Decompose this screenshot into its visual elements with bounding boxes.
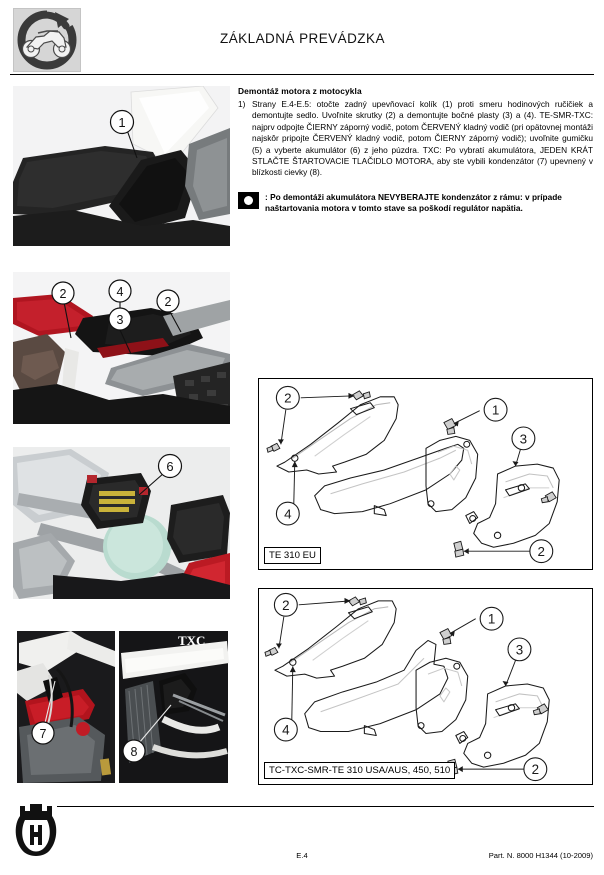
svg-text:2: 2: [60, 287, 67, 301]
svg-text:2: 2: [282, 598, 289, 613]
warning-text: : Po demontáži akumulátora NEVYBERAJTE k…: [265, 192, 593, 215]
black-square-white-dot-icon: [238, 191, 259, 209]
svg-text:1: 1: [118, 115, 125, 130]
svg-text:2: 2: [532, 762, 539, 777]
warning-line-2: v prípade naštartovania motora v tomto s…: [265, 191, 562, 214]
txc-model-badge: TXC: [178, 633, 206, 648]
photo-battery-airbox: 6: [13, 447, 230, 599]
svg-text:2: 2: [284, 391, 291, 406]
page-number: E.4: [296, 851, 308, 860]
svg-text:6: 6: [166, 459, 173, 474]
diagram-label: TE 310 EU: [264, 547, 321, 564]
diagram-te310-eu: 2 1 3 4 2 TE 310 EU: [258, 378, 593, 570]
warning-line-1: : Po demontáži akumulátora NEVYBERAJTE k…: [265, 191, 523, 202]
svg-text:3: 3: [516, 642, 523, 657]
warning-note: : Po demontáži akumulátora NEVYBERAJTE k…: [238, 191, 593, 228]
step-number: 1): [238, 99, 246, 109]
svg-text:1: 1: [492, 403, 499, 418]
motorcycle-recycle-icon: [13, 8, 81, 72]
svg-text:2: 2: [165, 295, 172, 309]
procedure-step: 1) Strany E.4-E.5: otočte zadný upevňova…: [238, 99, 593, 179]
svg-text:7: 7: [40, 727, 47, 741]
svg-text:3: 3: [117, 313, 124, 327]
diagram-label: TC-TXC-SMR-TE 310 USA/AUS, 450, 510: [264, 762, 456, 779]
step-text: Strany E.4-E.5: otočte zadný upevňovací …: [252, 99, 593, 178]
photo-capacitor-coil: 7 8: [13, 623, 230, 785]
husqvarna-logo: [12, 800, 60, 862]
svg-text:8: 8: [131, 745, 138, 759]
page-header: ZÁKLADNÁ PREVÁDZKA: [0, 0, 604, 74]
header-divider: [10, 74, 594, 75]
footer-divider: [57, 806, 594, 807]
svg-text:4: 4: [117, 285, 124, 299]
svg-text:2: 2: [538, 544, 545, 559]
page-title: ZÁKLADNÁ PREVÁDZKA: [220, 31, 385, 46]
part-number: Part. N. 8000 H1344 (10-2009): [488, 851, 593, 860]
svg-text:4: 4: [284, 507, 292, 522]
warning-line-3: napätia.: [491, 203, 523, 214]
svg-text:4: 4: [282, 723, 290, 738]
procedure-text-column: Demontáž motora z motocykla 1) Strany E.…: [238, 86, 593, 228]
svg-text:3: 3: [520, 431, 527, 446]
procedure-title: Demontáž motora z motocykla: [238, 86, 362, 96]
diagram-tc-txc-smr: 2 1 3 4 2 TC-TXC-SMR-TE 310 USA/AUS, 450…: [258, 588, 593, 785]
photo-seat-pin: 1: [13, 86, 230, 246]
svg-text:1: 1: [488, 612, 495, 627]
photo-side-panel-screws: 2 4 3 2: [13, 272, 230, 424]
